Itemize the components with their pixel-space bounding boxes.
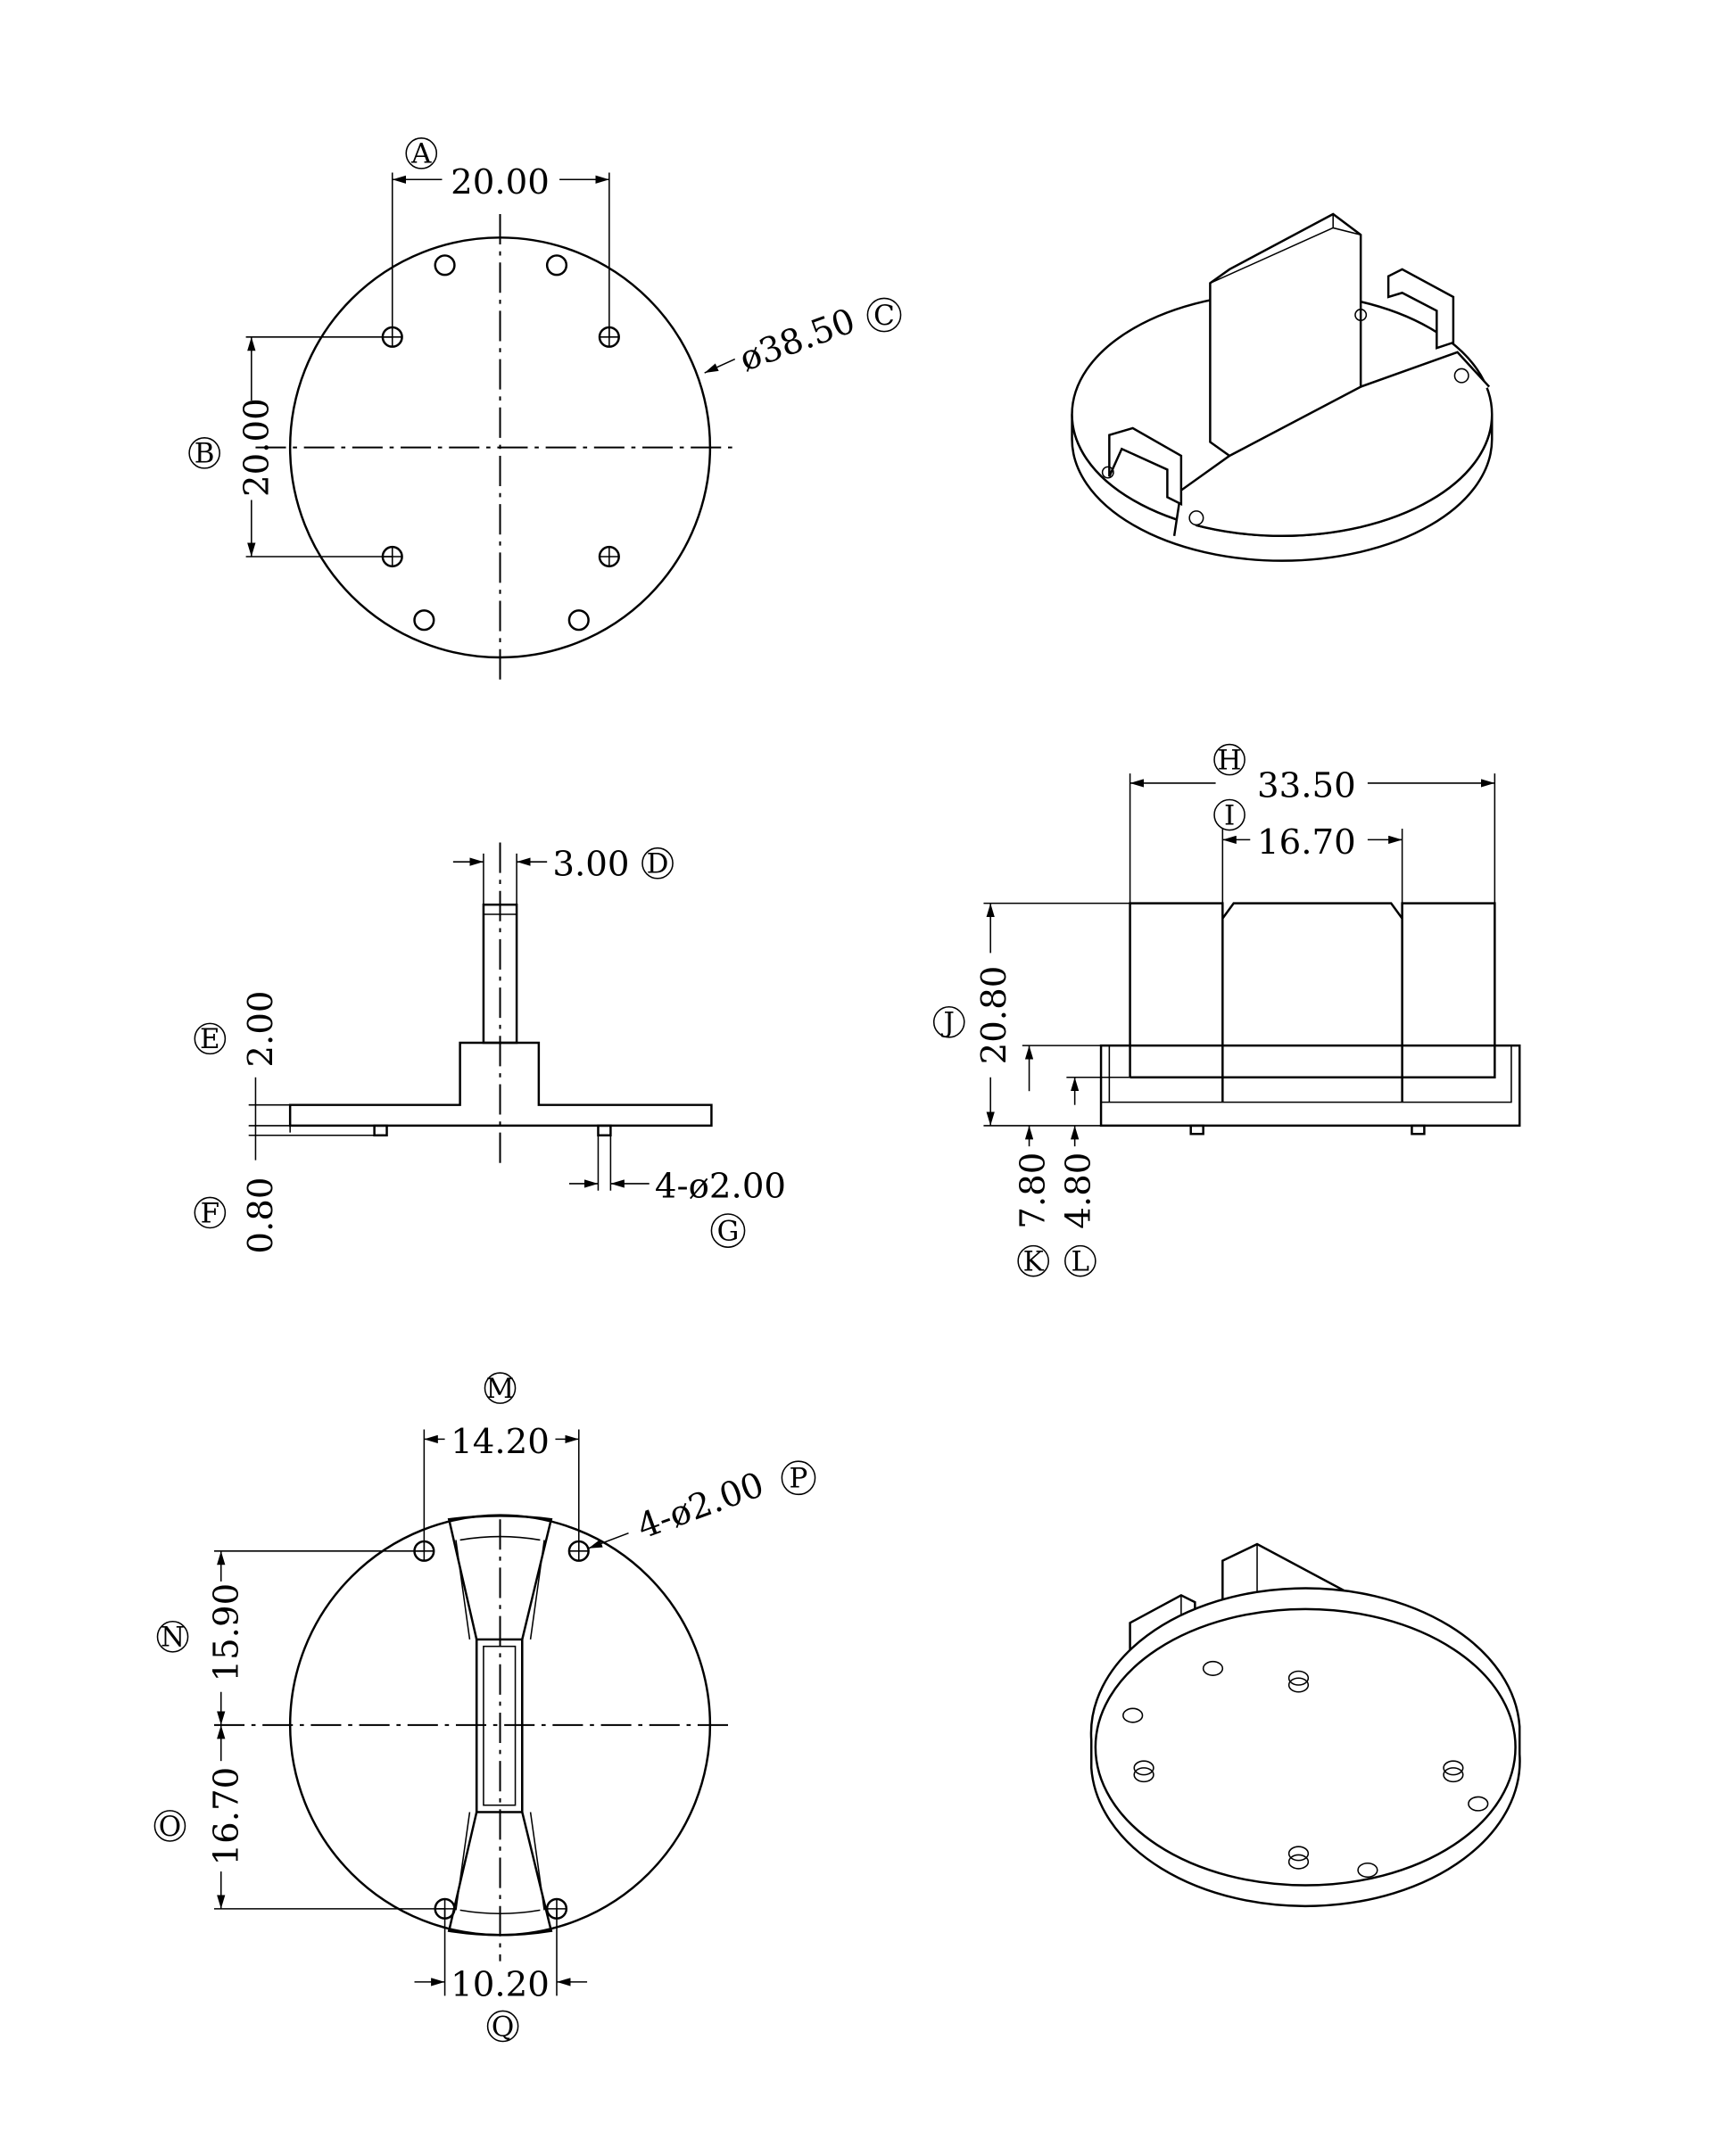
- side-view: 3.00 D 2.00 E 0.80 F 4-ø2.00 G: [194, 842, 786, 1254]
- dim-l-value: 4.80: [1059, 1152, 1099, 1229]
- dim-l: 4.80 L: [1059, 1077, 1099, 1277]
- dim-o-label: O: [159, 1811, 181, 1843]
- dim-n-label: N: [161, 1622, 185, 1654]
- dim-m-label: M: [486, 1373, 515, 1405]
- dim-q-value: 10.20: [451, 1964, 550, 2004]
- bottom-view: 14.20 M 4-ø2.00 P 15.90 N 16.70 O 10.20 …: [153, 1372, 816, 2043]
- dim-j-value: 20.80: [974, 966, 1014, 1065]
- dim-p-value: 4-ø2.00: [633, 1465, 770, 1548]
- dim-i: 16.70 I: [1213, 798, 1403, 904]
- dim-j-label: J: [941, 1007, 955, 1039]
- dim-c-label: C: [873, 300, 895, 332]
- dim-e-label: E: [200, 1023, 220, 1055]
- dim-k-value: 7.80: [1014, 1152, 1054, 1229]
- dim-j: 20.80 J: [932, 902, 1223, 1127]
- dim-b-label: B: [194, 438, 215, 470]
- plain-holes: [413, 254, 590, 632]
- dim-i-value: 16.70: [1257, 822, 1356, 863]
- dim-g: 4-ø2.00 G: [568, 1135, 786, 1248]
- dim-o-value: 16.70: [206, 1767, 246, 1866]
- dim-o: 16.70 O: [153, 1724, 246, 1909]
- dim-m: 14.20 M: [423, 1372, 580, 1551]
- dim-f-value: 0.80: [241, 1177, 281, 1253]
- dim-a-label: A: [410, 138, 432, 170]
- top-view: 20.00 A 20.00 B ø38.50 C: [188, 137, 902, 680]
- dim-c-value: ø38.50: [734, 301, 860, 379]
- dim-h-label: H: [1218, 744, 1242, 776]
- dim-l-label: L: [1072, 1245, 1090, 1277]
- dim-h-value: 33.50: [1257, 765, 1356, 805]
- dim-b-value: 20.00: [236, 398, 277, 497]
- dim-i-label: I: [1224, 799, 1235, 831]
- dim-h: 33.50 H: [1129, 743, 1496, 1078]
- pin-holes-bottom: [413, 1540, 590, 1920]
- dim-n-value: 15.90: [206, 1583, 246, 1682]
- dim-g-label: G: [717, 1215, 740, 1247]
- dim-d: 3.00 D: [452, 845, 674, 905]
- dim-c: ø38.50 C: [704, 297, 902, 380]
- dim-q-label: Q: [492, 2011, 514, 2043]
- dim-e: 2.00 E: [194, 990, 291, 1161]
- dim-d-value: 3.00: [552, 845, 629, 885]
- dim-e-value: 2.00: [241, 990, 281, 1067]
- dim-q: 10.20 Q: [414, 1908, 588, 2043]
- dim-a: 20.00 A: [391, 137, 610, 337]
- dim-n: 15.90 N: [156, 1550, 445, 1910]
- dim-k: 7.80 K: [1014, 1045, 1054, 1277]
- dim-a-value: 20.00: [451, 162, 550, 202]
- dim-b: 20.00 B: [188, 336, 393, 558]
- dim-g-value: 4-ø2.00: [655, 1166, 786, 1206]
- dim-d-label: D: [647, 848, 669, 880]
- dim-f: 0.80 F: [194, 1134, 375, 1254]
- front-view: 33.50 H 16.70 I 20.80 J 7.80 K 4.80 L: [932, 743, 1521, 1277]
- isometric-view-top: [1071, 212, 1494, 562]
- dim-k-label: K: [1023, 1245, 1045, 1277]
- bottom-holes: [1122, 1660, 1489, 1879]
- dim-m-value: 14.20: [451, 1422, 550, 1462]
- isometric-view-bottom: [1089, 1542, 1521, 1908]
- dim-p: 4-ø2.00 P: [588, 1460, 816, 1549]
- dim-p-label: P: [790, 1463, 808, 1495]
- dim-f-label: F: [201, 1197, 219, 1229]
